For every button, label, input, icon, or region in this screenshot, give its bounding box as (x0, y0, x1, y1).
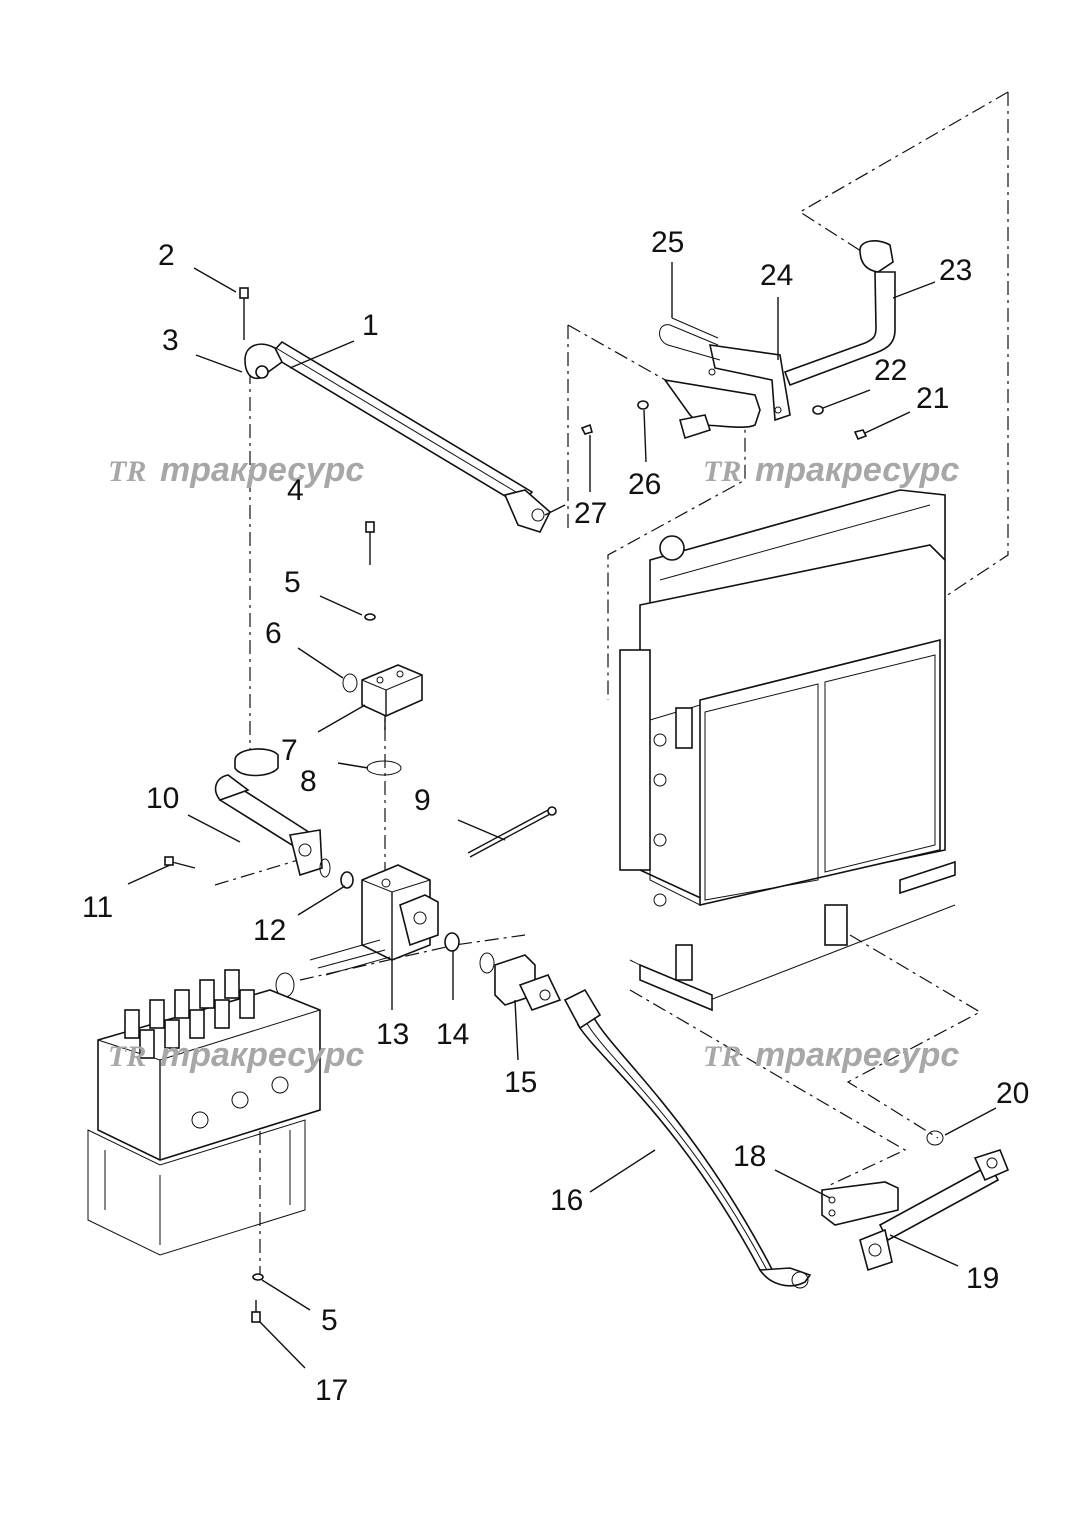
callout-11: 11 (82, 891, 113, 924)
washer-22 (812, 405, 824, 415)
pipe-23 (663, 240, 896, 440)
svg-text:тракресурс: тракресурс (755, 1036, 959, 1074)
callout-21: 21 (916, 382, 949, 415)
callout-25: 25 (651, 226, 684, 259)
callout-13: 13 (376, 1018, 409, 1051)
bolt-17 (251, 1300, 261, 1323)
adapter-15 (494, 954, 562, 1011)
bolt-2 (239, 287, 249, 340)
washer-26 (637, 400, 649, 410)
watermark-1: TR тракресурс (108, 451, 364, 489)
hose-16 (563, 988, 812, 1289)
svg-text:TR: TR (703, 1040, 741, 1073)
callout-5-bottom: 5 (321, 1304, 338, 1337)
callout-12: 12 (253, 914, 286, 947)
callout-9: 9 (414, 784, 431, 817)
washer-5 (364, 613, 376, 621)
callout-6: 6 (265, 617, 282, 650)
bolt-11 (164, 856, 196, 869)
callout-20: 20 (996, 1077, 1029, 1110)
bracket-24 (708, 344, 791, 422)
callout-14: 14 (436, 1018, 469, 1051)
svg-text:тракресурс: тракресурс (755, 451, 959, 489)
o-ring-side (275, 952, 495, 998)
svg-text:тракресурс: тракресурс (160, 1036, 364, 1074)
callout-24: 24 (760, 259, 793, 292)
callout-22: 22 (874, 354, 907, 387)
rod-9 (467, 806, 557, 858)
callout-5: 5 (284, 566, 301, 599)
o-ring-6 (342, 673, 358, 693)
watermark-4: TR тракресурс (703, 1036, 959, 1074)
callout-19: 19 (966, 1262, 999, 1295)
pipe-19 (859, 1149, 1010, 1272)
callout-1: 1 (362, 309, 379, 342)
seal-12 (319, 858, 354, 889)
block-7 (361, 664, 423, 730)
callout-4: 4 (287, 474, 304, 507)
callout-10: 10 (146, 782, 179, 815)
bolt-4 (365, 521, 375, 565)
control-valve (87, 969, 321, 1256)
callout-3: 3 (162, 324, 179, 357)
svg-text:TR: TR (108, 1040, 146, 1073)
callout-18: 18 (733, 1140, 766, 1173)
o-ring-8 (366, 760, 402, 776)
callout-26: 26 (628, 468, 661, 501)
svg-text:TR: TR (108, 455, 146, 488)
callout-27: 27 (574, 497, 607, 530)
nut-21 (853, 429, 868, 441)
o-ring-20 (926, 1130, 944, 1146)
callout-16: 16 (550, 1184, 583, 1217)
callout-2: 2 (158, 239, 175, 272)
callout-17: 17 (315, 1374, 348, 1407)
hose-1 (244, 340, 551, 533)
callout-15: 15 (504, 1066, 537, 1099)
svg-text:TR: TR (703, 455, 741, 488)
leader-lines (127, 262, 997, 1369)
callout-23: 23 (939, 254, 972, 287)
fitting-10 (214, 748, 323, 877)
bolt-27 (580, 423, 593, 435)
washer-5-bottom (252, 1273, 264, 1281)
u-bolt-25 (659, 317, 721, 361)
callout-8: 8 (300, 765, 317, 798)
watermark-2: TR тракресурс (703, 451, 959, 489)
svg-text:тракресурс: тракресурс (160, 451, 364, 489)
radiator-assembly (619, 489, 956, 1012)
seal-14 (444, 932, 460, 952)
block-13 (309, 864, 439, 976)
watermark-3: TR тракресурс (108, 1036, 364, 1074)
callout-7: 7 (281, 734, 298, 767)
callouts: 1 2 3 4 5 6 7 8 9 10 11 12 13 14 15 16 1… (82, 226, 1029, 1407)
bracket-18 (821, 1181, 899, 1226)
